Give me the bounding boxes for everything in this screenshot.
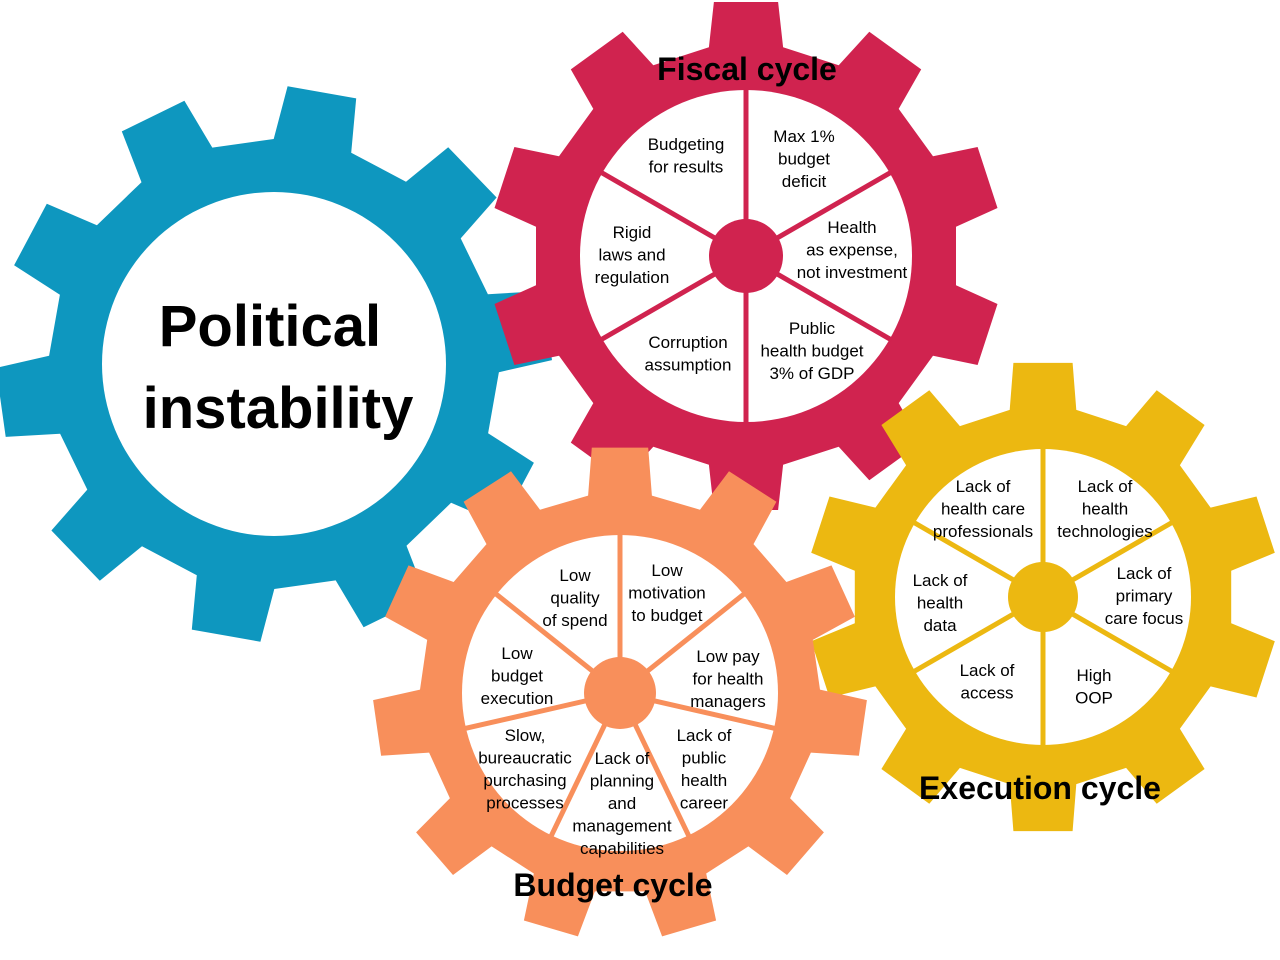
fiscal-segment-label-line: deficit [782,172,827,191]
fiscal-segment-label-line: Max 1% [773,127,834,146]
execution-gear-hub [1008,562,1078,632]
fiscal-segment-label: Budgeting for results [648,135,725,177]
political-instability-label: Political instability [143,294,414,441]
budget-segment-label-line: health [681,771,727,790]
execution-cycle-title: Execution cycle [919,770,1161,806]
budget-segment-label: Lack of planning and management capabilities [572,749,672,858]
fiscal-segment-label-line: budget [778,150,830,169]
budget-segment-label-line: for health [693,670,764,689]
fiscal-segment-label-line: Public [789,319,836,338]
execution-segment-label: Lack of health technologies [1057,477,1152,541]
fiscal-segment-label-line: for results [649,158,724,177]
budget-segment-label-line: execution [481,689,554,708]
fiscal-segment-label-line: 3% of GDP [769,364,854,383]
execution-segment-label-line: High [1077,666,1112,685]
budget-cycle-title: Budget cycle [513,867,712,903]
political-instability-gear: Political instability [0,86,552,642]
budget-segment-label-line: managers [690,692,766,711]
budget-segment-label: Lack of public health career [677,726,732,813]
fiscal-segment-label: Health as expense, not investment [797,218,908,282]
fiscal-segment-label-line: Rigid [613,223,652,242]
fiscal-segment-label-line: Corruption [648,333,727,352]
execution-segment-label-line: Lack of [1117,564,1172,583]
budget-segment-label-line: planning [590,772,654,791]
fiscal-segment-label: Public health budget 3% of GDP [760,319,863,383]
fiscal-segment-label-line: as expense, [806,241,898,260]
execution-segment-label-line: Lack of [956,477,1011,496]
budget-segment-label-line: and [608,794,636,813]
budget-segment-label-line: management [572,817,672,836]
fiscal-segment-label: Max 1% budget deficit [773,127,834,191]
budget-segment-label-line: career [680,794,729,813]
budget-segment-label-line: public [682,749,727,768]
execution-segment-label-line: health care [941,500,1025,519]
execution-segment-label-line: primary [1116,587,1173,606]
execution-segment-label-line: data [923,616,957,635]
fiscal-segment-label-line: regulation [595,268,670,287]
execution-segment-label: Lack of primary care focus [1105,564,1183,628]
budget-segment-label-line: Lack of [677,726,732,745]
execution-segment-label-line: care focus [1105,609,1183,628]
budget-segment-label: Slow, bureaucratic purchasing processes [478,726,572,813]
fiscal-segment-label-line: Health [827,218,876,237]
execution-segment-label: Lack of health care professionals [933,477,1033,541]
budget-segment-label-line: Lack of [595,749,650,768]
execution-segment-label-line: Lack of [913,571,968,590]
budget-segment-label-line: Slow, [505,726,546,745]
execution-segment-label: Lack of health data [913,571,968,635]
budget-segment-label-line: capabilities [580,839,664,858]
fiscal-segment-label: Corruption assumption [645,333,732,375]
fiscal-cycle-title: Fiscal cycle [657,51,837,87]
budget-segment-label-line: motivation [628,584,705,603]
budget-segment-label: Low motivation to budget [628,561,705,625]
budget-segment-label-line: Low pay [696,647,760,666]
fiscal-segment-label-line: assumption [645,356,732,375]
fiscal-segment-label-line: laws and [598,246,665,265]
execution-segment-label-line: access [961,684,1014,703]
execution-segment-label-line: Lack of [1078,477,1133,496]
execution-segment-label: Lack of access [960,661,1015,703]
budget-segment-label-line: Low [559,566,591,585]
fiscal-segment-label-line: not investment [797,263,908,282]
budget-segment-label-line: of spend [542,611,607,630]
budget-segment-label: Low pay for health managers [690,647,766,711]
budget-segment-label: Low budget execution [481,644,554,708]
political-gear-hub [102,192,446,536]
execution-segment-label-line: Lack of [960,661,1015,680]
execution-segment-label-line: OOP [1075,689,1113,708]
budget-segment-label-line: Low [501,644,533,663]
budget-segment-label-line: budget [491,667,543,686]
budget-segment-label-line: bureaucratic [478,749,572,768]
execution-segment-label-line: technologies [1057,522,1152,541]
fiscal-segment-label-line: health budget [760,342,863,361]
execution-segment-label-line: health [1082,500,1128,519]
fiscal-segment-label: Rigid laws and regulation [595,223,670,287]
budget-segment-label-line: quality [550,589,600,608]
fiscal-segment-label-line: Budgeting [648,135,725,154]
budget-segment-label-line: processes [486,794,563,813]
execution-segment-label-line: health [917,594,963,613]
fiscal-gear-hub [709,219,783,293]
budget-gear-hub [584,657,656,729]
budget-segment-label-line: Low [651,561,683,580]
execution-segment-label-line: professionals [933,522,1033,541]
budget-segment-label-line: purchasing [483,771,566,790]
budget-segment-label-line: to budget [632,606,703,625]
budget-segment-label: Low quality of spend [542,566,607,630]
